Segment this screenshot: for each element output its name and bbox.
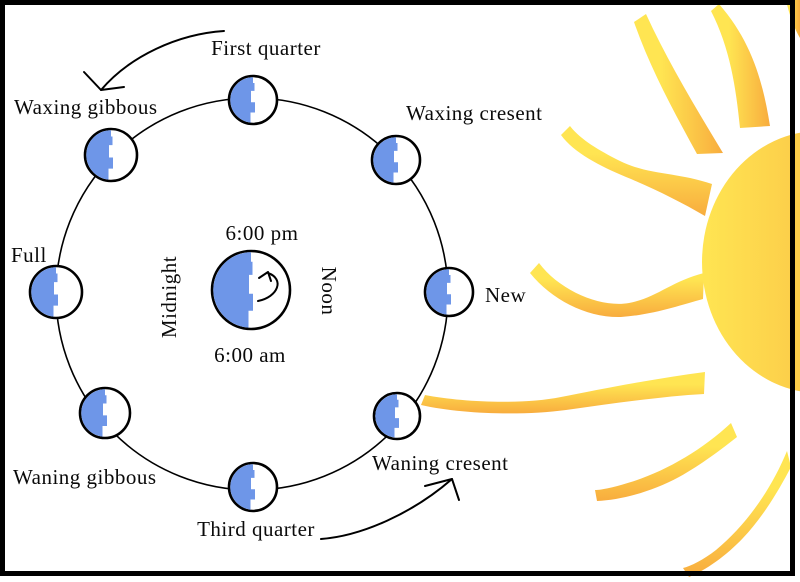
moon-waxing-cresent bbox=[370, 134, 422, 186]
label-third-quarter: Third quarter bbox=[197, 517, 315, 541]
sun-ray-icon bbox=[421, 372, 705, 414]
moon-waning-cresent bbox=[372, 391, 422, 441]
earth-rotation-arrow-icon bbox=[257, 271, 279, 302]
label-new: New bbox=[485, 283, 526, 307]
sun-ray-icon bbox=[595, 423, 737, 501]
earth-icon bbox=[210, 249, 292, 331]
label-first-quarter: First quarter bbox=[211, 36, 321, 60]
moon-waning-gibbous-night-side bbox=[81, 389, 107, 437]
label-noon: Noon bbox=[317, 267, 341, 316]
moon-full bbox=[28, 264, 84, 320]
label-full: Full bbox=[11, 243, 47, 267]
label-6pm: 6:00 pm bbox=[226, 221, 299, 245]
moon-new bbox=[423, 266, 475, 318]
sun-ray-icon bbox=[683, 451, 791, 577]
sun-ray-icon bbox=[530, 263, 704, 318]
moon-waning-gibbous bbox=[78, 386, 132, 440]
revolution-arrow-bottom-icon bbox=[320, 478, 460, 540]
moon-first-quarter bbox=[227, 74, 279, 126]
label-waxing-cresent: Waxing cresent bbox=[406, 101, 543, 125]
moon-new-night-side bbox=[426, 269, 451, 315]
moon-third-quarter bbox=[227, 461, 279, 513]
sun-body bbox=[702, 132, 800, 392]
label-6am: 6:00 am bbox=[214, 343, 286, 367]
moon-third-quarter-night-side bbox=[230, 464, 255, 510]
moon-first-quarter-night-side bbox=[230, 77, 255, 123]
sun-icon bbox=[421, 0, 800, 577]
moon-waxing-gibbous-night-side bbox=[86, 130, 113, 180]
earth-icon-night-side bbox=[213, 252, 253, 328]
label-waning-cresent: Waning cresent bbox=[372, 451, 509, 475]
label-waning-gibbous: Waning gibbous bbox=[13, 465, 157, 489]
sun-ray-icon bbox=[561, 126, 712, 216]
label-waxing-gibbous: Waxing gibbous bbox=[14, 95, 158, 119]
moon-waning-cresent-night-side bbox=[375, 394, 399, 438]
sun-ray-icon bbox=[711, 4, 770, 128]
moon-waxing-gibbous bbox=[83, 127, 139, 183]
label-midnight: Midnight bbox=[157, 256, 181, 338]
revolution-arrow-top-icon bbox=[83, 30, 225, 91]
moon-waxing-cresent-night-side bbox=[373, 137, 398, 183]
moon-full-night-side bbox=[31, 267, 58, 317]
sun-ray-icon bbox=[634, 14, 723, 154]
